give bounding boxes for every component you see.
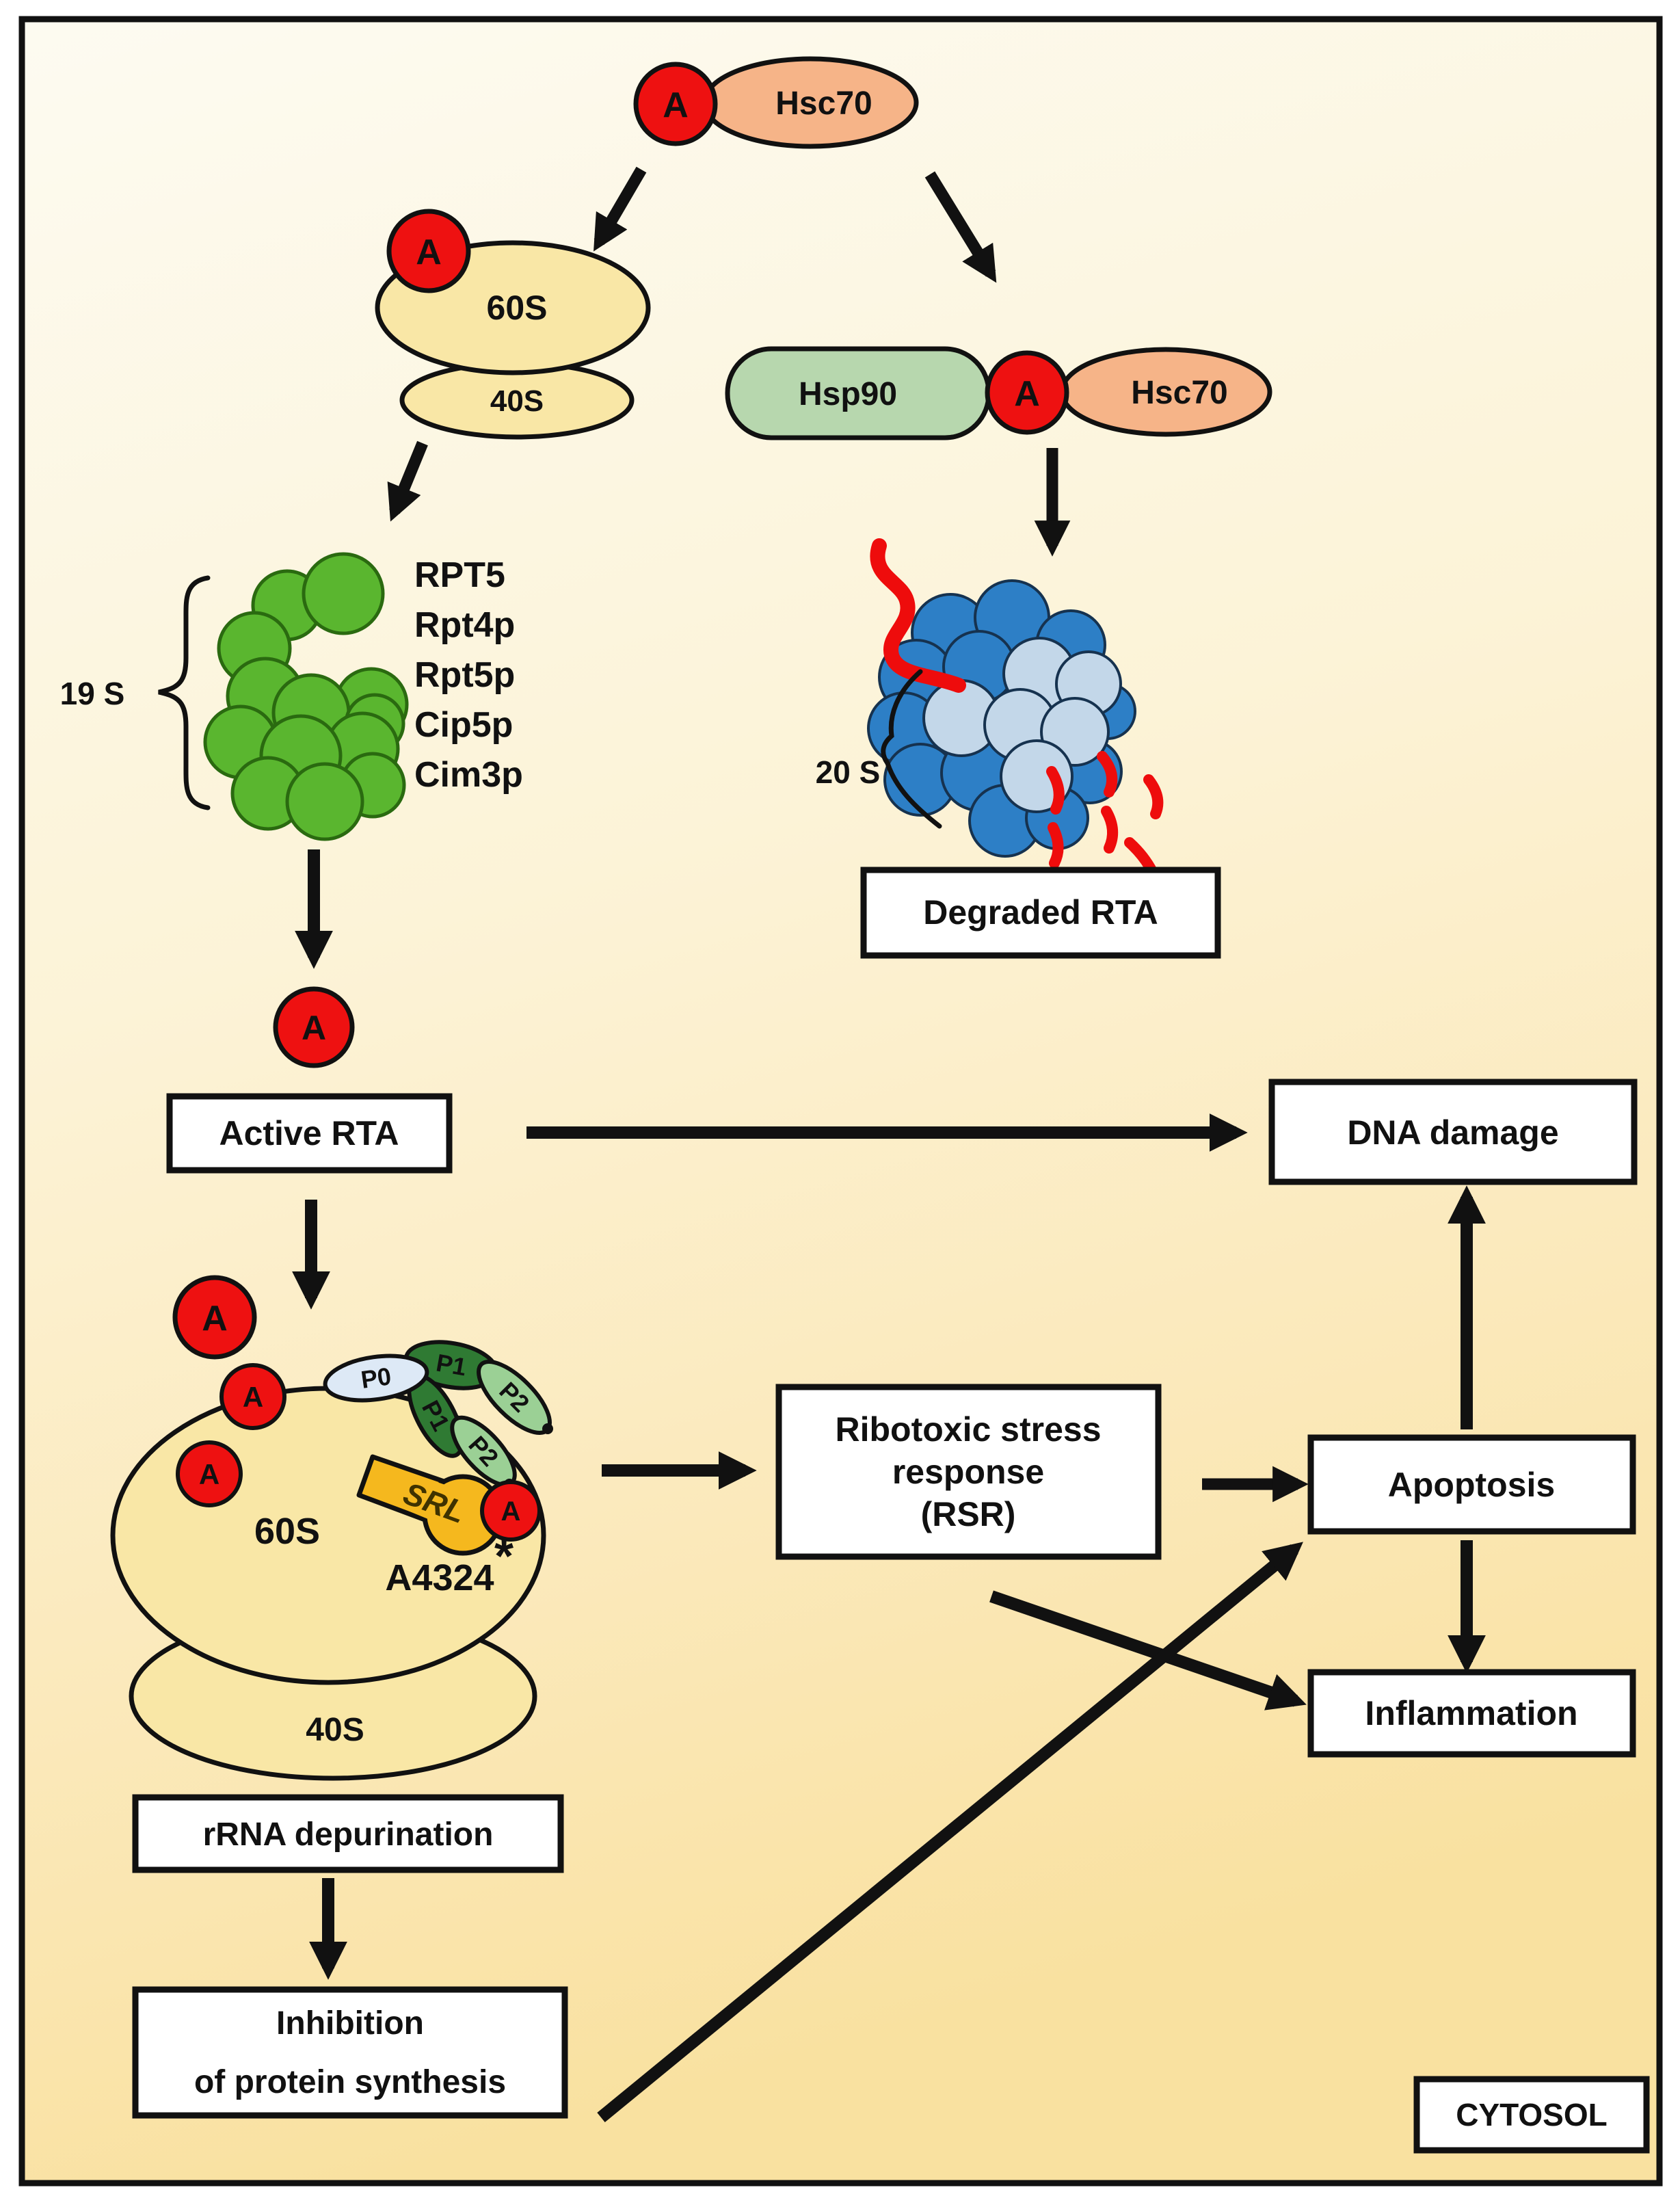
rta-a-circle: [273, 986, 355, 1068]
rta-a-circle: [480, 1480, 542, 1542]
rta-a-label: A: [199, 1458, 219, 1490]
rta-hsc70-complex: Hsc70 A: [633, 56, 919, 149]
bracket-20s: [881, 669, 942, 829]
hsc70-label: Hsc70: [1131, 375, 1227, 411]
apoptosis-box: Apoptosis: [1307, 1434, 1636, 1535]
inhibition-label-line1: Inhibition: [276, 2005, 424, 2042]
inhibition-label-line2: of protein synthesis: [194, 2064, 506, 2100]
degraded-rta-label: Degraded RTA: [923, 893, 1158, 932]
subunit-label: Rpt5p: [414, 655, 515, 695]
dna-damage-label: DNA damage: [1347, 1113, 1558, 1152]
rrna-depurination-label: rRNA depurination: [203, 1817, 494, 1853]
svg-text:P1: P1: [434, 1348, 468, 1381]
rta-a-circle: [985, 350, 1069, 435]
rta-a-label: A: [1014, 374, 1040, 414]
ribosome-main: 60S 40S A A P1 P2 P1 P2 P0: [110, 1340, 553, 1781]
ribosome-60s-label: 60S: [254, 1511, 320, 1552]
dna-damage-box: DNA damage: [1268, 1079, 1638, 1185]
rta-a-circle: [386, 209, 471, 293]
rta-a-label: A: [416, 233, 442, 272]
apoptosis-label: Apoptosis: [1388, 1466, 1555, 1504]
cytosol-box: CYTOSOL: [1413, 2076, 1650, 2154]
active-rta-box: Active RTA: [166, 1093, 453, 1174]
hsp90-label: Hsp90: [799, 376, 897, 412]
subunit-label: Rpt4p: [414, 605, 515, 645]
subunit-label: Cim3p: [414, 755, 523, 795]
rta-a-label: A: [302, 1009, 326, 1047]
arrow-to-19s: [387, 440, 428, 522]
cytosol-label: CYTOSOL: [1456, 2097, 1608, 2133]
svg-text:P0: P0: [359, 1362, 392, 1394]
ribosome-40s-label: 40S: [306, 1712, 364, 1748]
subunit-label: Cip5p: [414, 705, 513, 745]
inflammation-box: Inflammation: [1307, 1669, 1636, 1758]
rta-a-circle: [172, 1275, 257, 1360]
rta-a-label: A: [202, 1299, 228, 1338]
inhibition-box: Inhibition of protein synthesis: [132, 1986, 568, 2119]
rta-degraded-fragments: [1046, 751, 1164, 878]
proteasome-19s-cap: [203, 552, 409, 841]
brace-19s: [158, 575, 211, 810]
arrow-inhibition-to-apoptosis: [597, 1542, 1303, 2122]
ribosome-top: 60S 40S A: [375, 209, 651, 440]
degraded-rta-box: Degraded RTA: [860, 867, 1221, 959]
rta-a-circle: [633, 62, 718, 146]
rrna-depurination-box: rRNA depurination: [132, 1794, 564, 1873]
rsr-label-line3: (RSR): [921, 1495, 1016, 1533]
rta-a-label: A: [243, 1381, 263, 1413]
rta-a-label: A: [501, 1496, 521, 1527]
hsp90-rta-hsc70-complex: Hsp90 Hsc70 A: [725, 346, 1272, 440]
label-20s: 20 S: [816, 754, 881, 790]
rta-a-label: A: [663, 85, 689, 125]
hsc70-label: Hsc70: [775, 85, 872, 122]
depurination-asterisk: *: [494, 1529, 514, 1584]
a4324-label: A4324: [385, 1557, 494, 1598]
p0-protein: P0: [323, 1354, 429, 1403]
rsr-box: Ribotoxic stress response (RSR): [775, 1384, 1162, 1560]
rta-a-circle: [176, 1440, 243, 1507]
srl-loop: SRL: [356, 1454, 504, 1556]
inflammation-label: Inflammation: [1365, 1694, 1577, 1732]
label-19s: 19 S: [60, 676, 125, 711]
rta-a-circle: [219, 1363, 286, 1430]
rsr-label-line1: Ribotoxic stress: [835, 1410, 1101, 1449]
arrow-to-chaperone-complex: [924, 171, 997, 283]
subunit-labels-19s: RPT5 Rpt4p Rpt5p Cip5p Cim3p: [414, 555, 523, 795]
arrow-rsr-to-inflammation: [989, 1590, 1307, 1711]
ribosome-40s-label: 40S: [490, 384, 544, 418]
arrow-to-ribosome: [594, 166, 647, 252]
rsr-label-line2: response: [892, 1453, 1044, 1491]
subunit-label: RPT5: [414, 555, 505, 595]
active-rta-label: Active RTA: [219, 1114, 399, 1152]
ribosome-60s-label: 60S: [487, 289, 548, 327]
stalk-dot: [542, 1423, 553, 1434]
